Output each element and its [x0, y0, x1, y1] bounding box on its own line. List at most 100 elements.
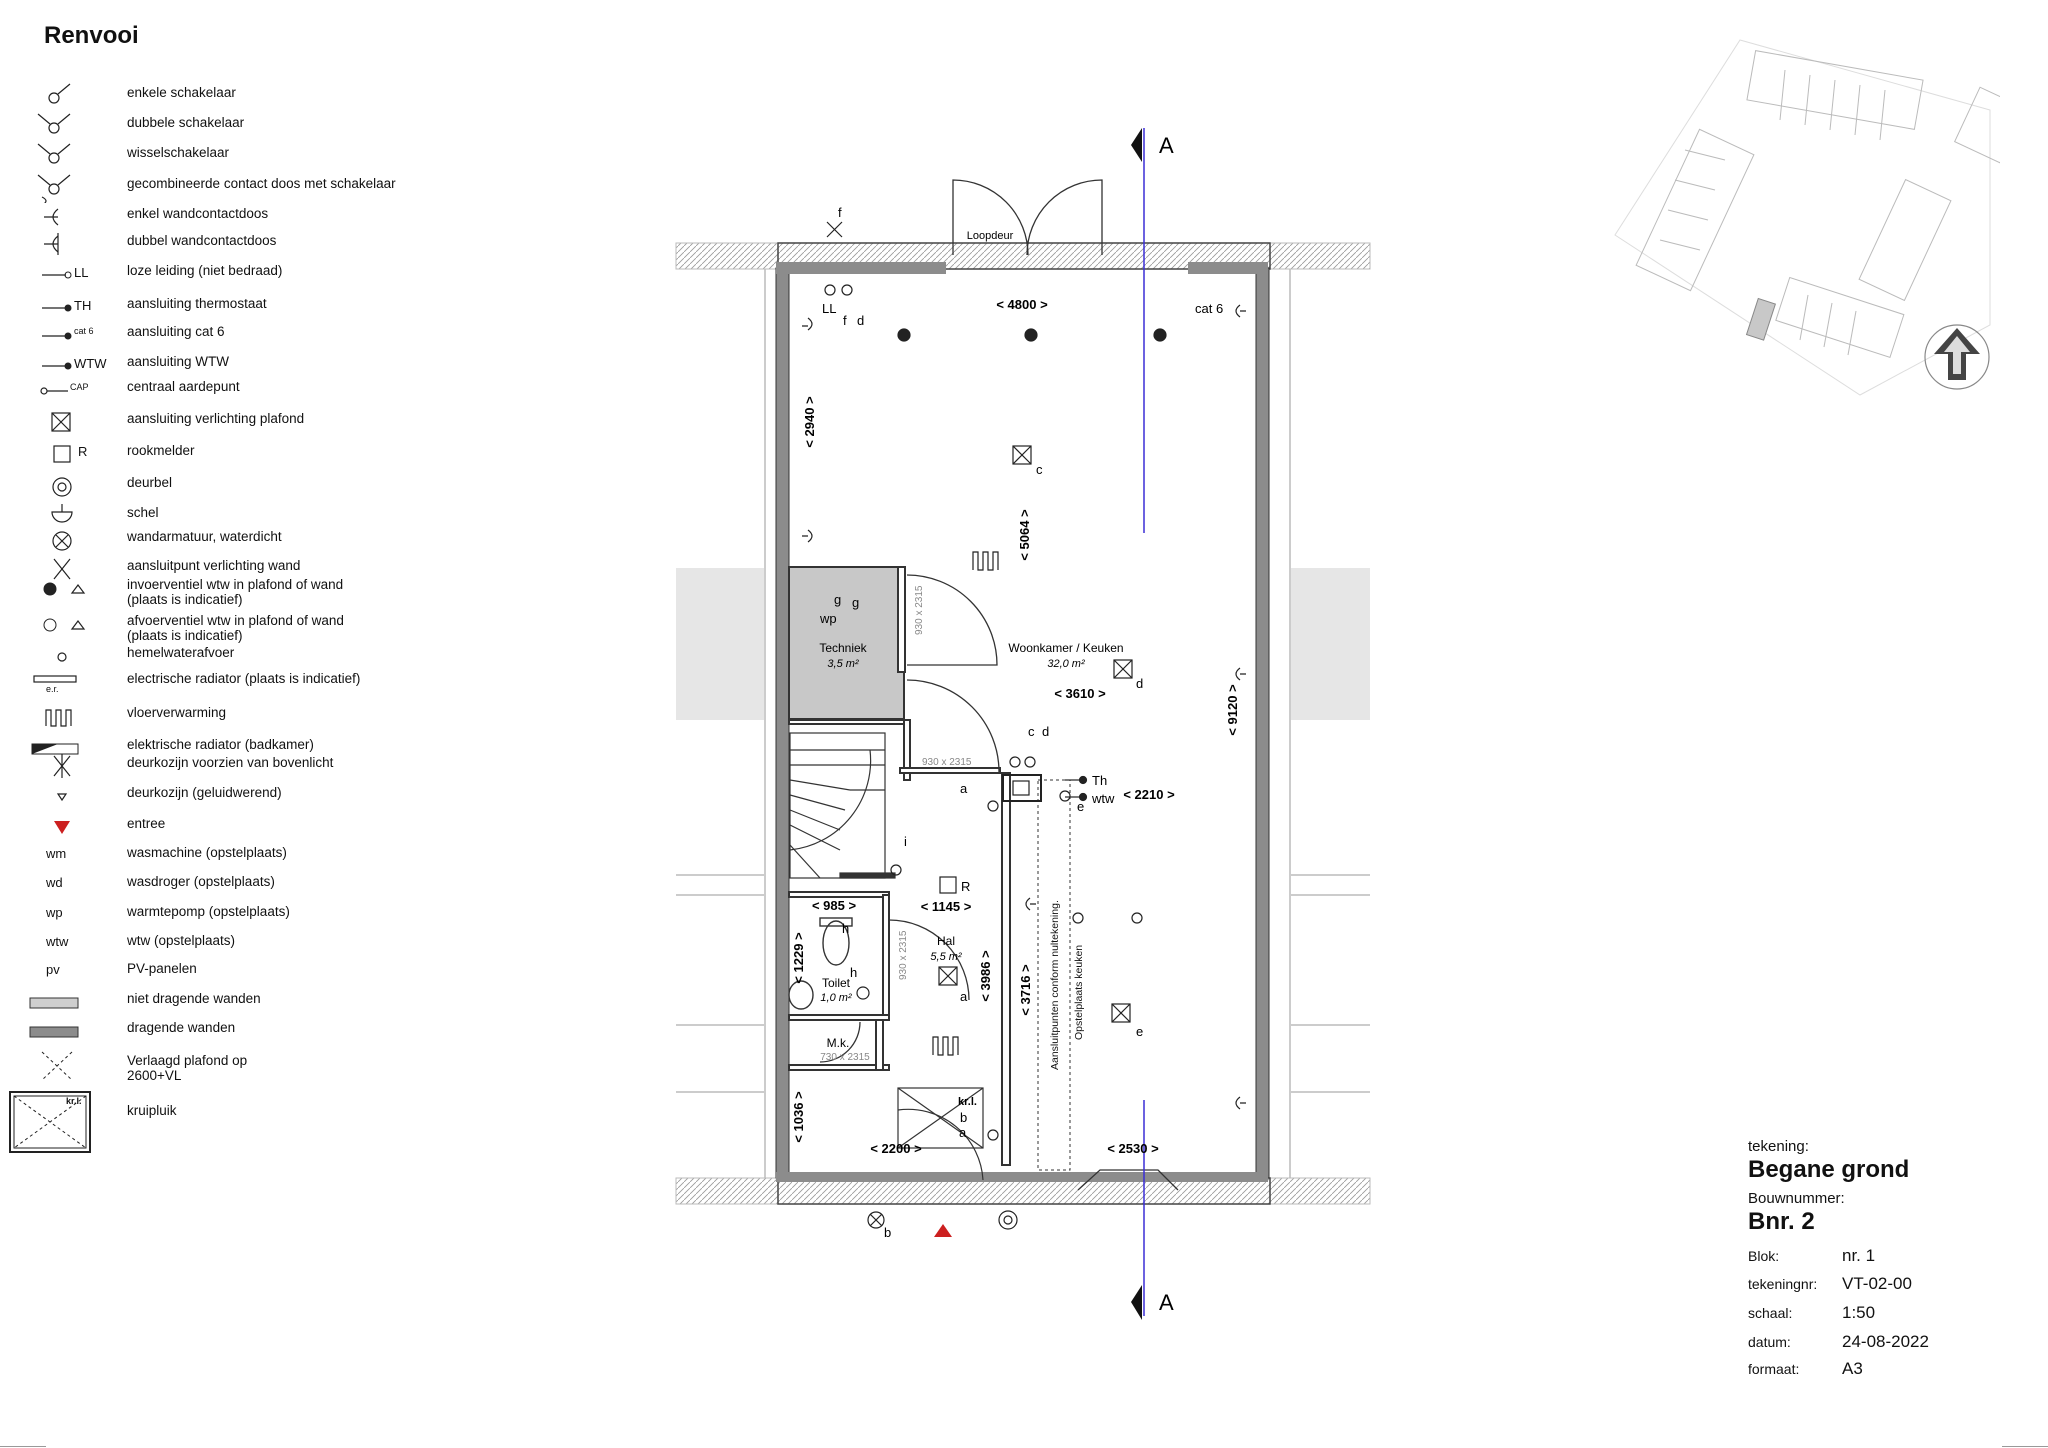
neighbour-walls: [676, 268, 1370, 1185]
supply-valve-icon: [28, 574, 118, 598]
titleblock-key: schaal:: [1748, 1305, 1793, 1321]
legend-symbol-tag: pv: [46, 962, 60, 977]
legend-item: e.r.electrische radiator (plaats is indi…: [0, 668, 430, 694]
legend-symbol-tag: wm: [46, 846, 67, 861]
legend-item: wisselschakelaar: [0, 142, 430, 166]
legend-item: invoerventiel wtw in plafond of wand (pl…: [0, 574, 430, 607]
legend-item-label: rookmelder: [127, 443, 195, 458]
legend-symbol-tag: wtw: [46, 934, 69, 949]
titleblock-key: formaat:: [1748, 1361, 1800, 1377]
legend-title: Renvooi: [44, 22, 139, 49]
room-labels: Woonkamer / Keuken 32,0 m² Techniek 3,5 …: [819, 230, 1123, 1063]
legend-item-label: afvoerventiel wtw in plafond of wand (pl…: [127, 613, 344, 643]
legend-item: entree: [0, 813, 430, 837]
svg-text:d: d: [1136, 676, 1143, 691]
legend-item-label: wtw (opstelplaats): [127, 933, 236, 948]
legend-item: vloerverwarming: [0, 702, 430, 727]
legend-item-label: aansluiting WTW: [127, 354, 230, 369]
legend-symbol-tag: CAP: [70, 382, 89, 392]
door-frame-skylight-icon: [28, 752, 118, 778]
legend-item: wp warmtepomp (opstelplaats): [0, 901, 430, 925]
crawl-hatch-icon: kr.l.: [8, 1090, 98, 1153]
legend-item: deurkozijn (geluidwerend): [0, 782, 430, 806]
toilet-bowl: [788, 917, 853, 1010]
svg-text:Th: Th: [1092, 773, 1107, 788]
interior-walls: [788, 566, 1011, 1166]
legend-item-label: aansluiting thermostaat: [127, 296, 267, 311]
crawl-hatch: [897, 1087, 984, 1181]
svg-text:LL: LL: [822, 301, 836, 316]
dimensions: < 4800 > < 2940 > < 5064 > < 3610 > < 91…: [791, 297, 1240, 1156]
svg-text:h: h: [850, 965, 857, 980]
doorbell-icon: [28, 472, 118, 497]
wtw-connection-icon: WTW: [28, 351, 118, 375]
legend-item-label: deurkozijn voorzien van bovenlicht: [127, 755, 334, 770]
svg-text:d: d: [857, 313, 864, 328]
room-name-hal: Hal: [937, 934, 955, 948]
legend-symbol-tag: LL: [74, 265, 89, 280]
titleblock-value: VT-02-00: [1842, 1274, 1912, 1293]
bearing-wall-right: [1255, 267, 1270, 1179]
dim-3610: < 3610 >: [1054, 686, 1106, 701]
legend-item-label: gecombineerde contact doos met schakelaa…: [127, 176, 396, 191]
legend-symbol-tag: e.r.: [46, 684, 59, 694]
svg-text:Opstelplaats keuken: Opstelplaats keuken: [1073, 945, 1085, 1040]
legend-item: deurbel: [0, 472, 430, 497]
legend-item-label: warmtepomp (opstelplaats): [127, 904, 290, 919]
pv-text-icon: pv: [28, 958, 118, 982]
section-arrow-bottom: [1131, 1285, 1142, 1320]
waterproof-wall-light-icon: [28, 526, 118, 551]
dim-2200: < 2200 >: [870, 1141, 922, 1156]
section-marker-bottom: A: [1159, 1290, 1174, 1315]
techniek-room: [788, 566, 905, 720]
bearing-wall-top-left: [776, 262, 946, 274]
svg-text:e: e: [1077, 799, 1084, 814]
svg-text:b: b: [960, 1110, 967, 1125]
svg-text:Aansluitpunten conform nulteke: Aansluitpunten conform nultekening.: [1049, 900, 1061, 1070]
legend-item-label: dragende wanden: [127, 1020, 236, 1035]
svg-text:wp: wp: [819, 611, 837, 626]
legend-item: wandarmatuur, waterdicht: [0, 526, 430, 551]
room-area-woonkamer: 32,0 m²: [1047, 658, 1085, 670]
svg-text:h: h: [842, 921, 849, 936]
legend-item-label: kruipluik: [127, 1103, 177, 1118]
legend-symbol-tag: R: [78, 444, 88, 459]
legend-item-label: elektrische radiator (badkamer): [127, 737, 314, 752]
svg-text:930 x 2315: 930 x 2315: [922, 757, 972, 768]
bouwnummer: Bnr. 2: [1748, 1208, 1815, 1235]
legend-item: hemelwaterafvoer: [0, 642, 430, 666]
legend-item-label: loze leiding (niet bedraad): [127, 263, 283, 278]
legend-symbol-tag: wp: [46, 905, 63, 920]
washer-text-icon: wm: [28, 842, 118, 866]
legend-item-label: niet dragende wanden: [127, 991, 261, 1006]
exhaust-valve-icon: [28, 610, 118, 634]
room-size-mk: 730 x 2315: [820, 1052, 870, 1063]
legend-symbol-tag: WTW: [74, 356, 107, 371]
soundproof-door-frame-icon: [28, 782, 118, 806]
staircase: [789, 732, 896, 879]
smoke-detector-icon: R: [28, 440, 118, 464]
svg-text:c: c: [1036, 462, 1043, 477]
legend-item-label: aansluiting cat 6: [127, 324, 225, 339]
kitchen-notes: Aansluitpunten conform nultekening. Opst…: [1049, 900, 1085, 1070]
dim-1145: < 1145 >: [921, 899, 972, 914]
svg-text:c: c: [1028, 724, 1035, 739]
legend-item: aansluitpunt verlichting wand: [0, 555, 430, 580]
legend-item: enkele schakelaar: [0, 82, 430, 106]
room-name-techniek: Techniek: [819, 641, 867, 655]
svg-text:f: f: [838, 205, 842, 220]
svg-text:wtw: wtw: [1091, 791, 1115, 806]
section-marker-top: A: [1159, 133, 1174, 158]
legend-item-label: entree: [127, 816, 166, 831]
two-way-switch-icon: [28, 142, 118, 166]
heat-pump-text-icon: wp: [28, 901, 118, 925]
legend-item: Verlaagd plafond op 2600+VL: [0, 1050, 430, 1083]
legend-item: deurkozijn voorzien van bovenlicht: [0, 752, 430, 778]
legend-item-label: invoerventiel wtw in plafond of wand (pl…: [127, 577, 344, 607]
legend-item-label: Verlaagd plafond op 2600+VL: [127, 1053, 248, 1083]
